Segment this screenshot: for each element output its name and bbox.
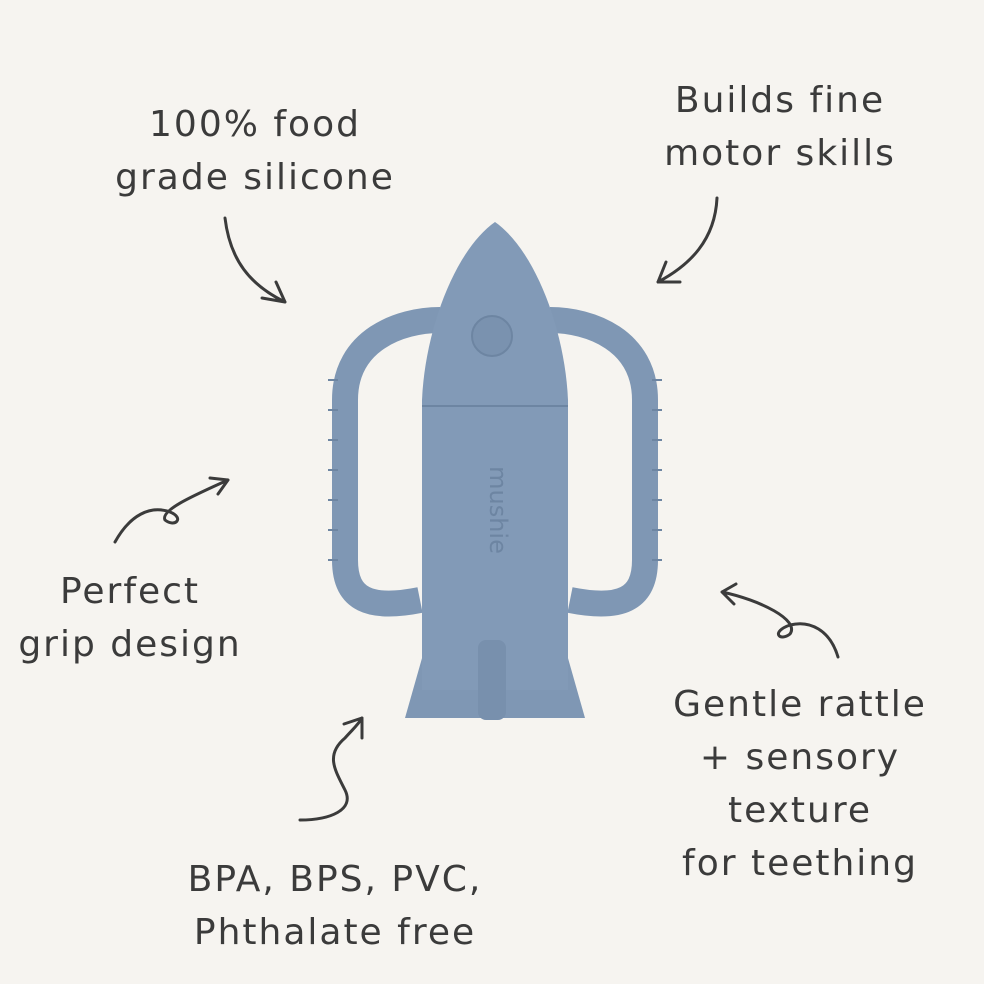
arrow-free bbox=[298, 716, 364, 822]
feature-silicone: 100% food grade silicone bbox=[100, 98, 410, 204]
rocket-body bbox=[422, 222, 568, 690]
caption-line: grip design bbox=[18, 624, 242, 665]
caption-line: Perfect bbox=[59, 571, 201, 612]
brand-logo: mushie bbox=[484, 466, 512, 554]
caption-line: Builds fine bbox=[674, 80, 886, 121]
caption-line: grade silicone bbox=[115, 157, 395, 198]
feature-free: BPA, BPS, PVC, Phthalate free bbox=[160, 853, 510, 959]
caption-line: motor skills bbox=[664, 133, 896, 174]
feature-grip: Perfect grip design bbox=[0, 565, 260, 671]
feature-rattle: Gentle rattle + sensory texture for teet… bbox=[640, 678, 960, 890]
rocket-window bbox=[471, 315, 513, 357]
caption-line: Gentle rattle bbox=[673, 684, 927, 725]
arrow-silicone bbox=[223, 216, 287, 304]
caption-line: for teething bbox=[682, 843, 918, 884]
arrow-motor bbox=[656, 196, 719, 284]
rocket-handles bbox=[332, 307, 658, 617]
arrow-rattle bbox=[720, 582, 840, 659]
caption-line: + sensory bbox=[699, 737, 901, 778]
caption-line: 100% food bbox=[149, 104, 361, 145]
feature-motor: Builds fine motor skills bbox=[640, 74, 920, 180]
caption-line: BPA, BPS, PVC, bbox=[187, 859, 483, 900]
caption-line: texture bbox=[727, 790, 873, 831]
arrow-grip bbox=[113, 476, 230, 544]
caption-line: Phthalate free bbox=[193, 912, 477, 953]
